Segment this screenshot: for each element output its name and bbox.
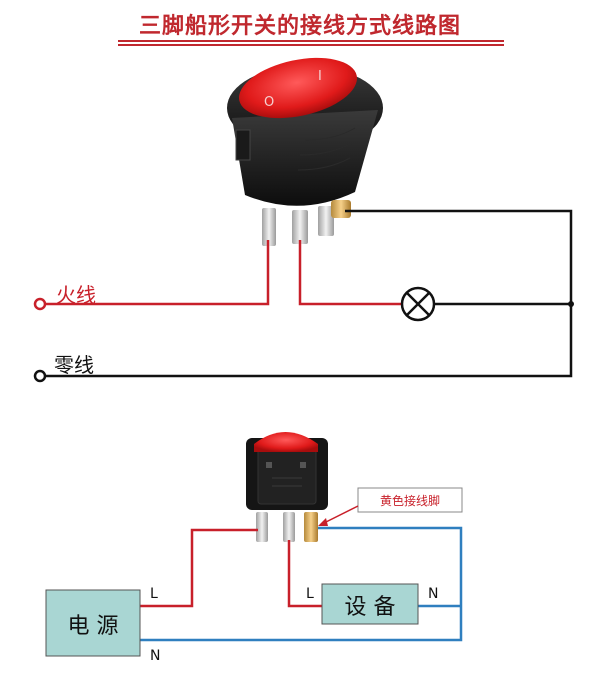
device-N-label: N — [428, 586, 439, 602]
terminal-callout-text: 黄色接线脚 — [379, 494, 440, 508]
rocker-switch-top: O I — [227, 57, 383, 246]
live-wire-top — [42, 240, 270, 306]
power-box — [45, 589, 141, 657]
switch-off-mark: O — [264, 95, 274, 110]
neutral-terminal-icon — [33, 369, 47, 383]
neutral-wire-label: 零线 — [54, 353, 94, 377]
power-box-label: 电 源 — [67, 614, 119, 639]
lamp-icon — [400, 286, 436, 322]
switch-on-mark: I — [318, 69, 322, 84]
live-terminal-icon — [33, 297, 47, 311]
rocker-switch-bottom — [246, 432, 328, 542]
neutral-wire-bottom — [140, 526, 463, 642]
live-wire-label: 火线 — [56, 283, 96, 307]
title-underline-2 — [118, 44, 504, 46]
power-L-label: L — [150, 586, 158, 602]
device-box — [321, 583, 419, 625]
device-box-label: 设 备 — [344, 595, 396, 620]
live-wire-bottom — [140, 528, 258, 608]
neutral-wire-top — [42, 209, 573, 378]
device-L-label: L — [306, 586, 314, 602]
title-underline — [118, 40, 504, 42]
terminal-callout — [318, 487, 463, 526]
switch-to-lamp-wire — [298, 240, 402, 306]
page-title: 三脚船形开关的接线方式线路图 — [138, 14, 461, 39]
switch-to-device-wire — [287, 540, 322, 608]
power-N-label: N — [150, 648, 161, 664]
